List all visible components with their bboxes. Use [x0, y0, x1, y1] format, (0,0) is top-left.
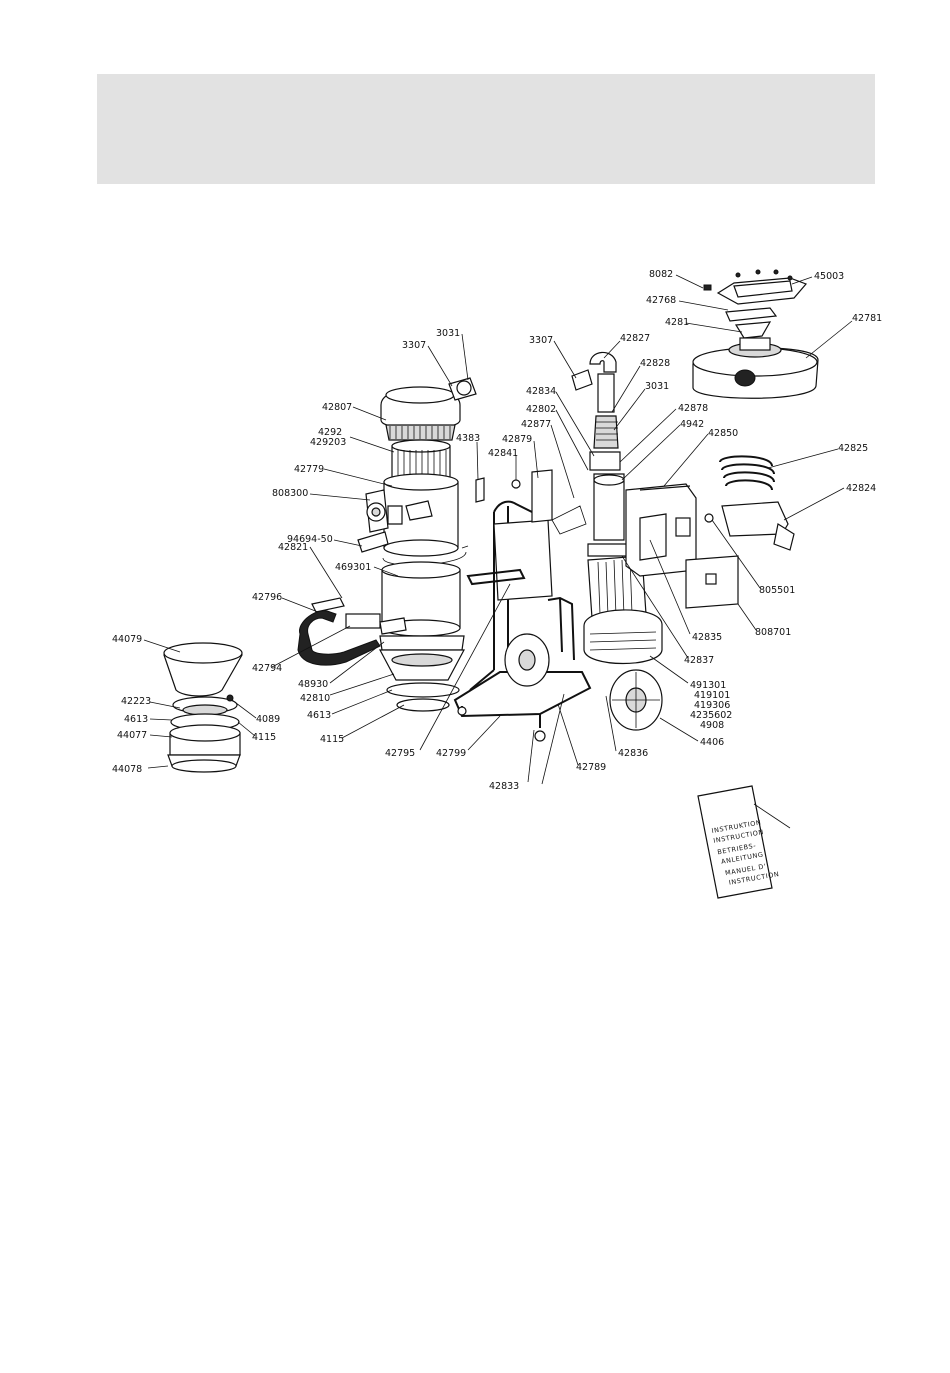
leader-lines [143, 274, 853, 829]
label-42877: 42877 [521, 419, 551, 430]
label-42794: 42794 [252, 663, 282, 674]
blower-491301 [583, 609, 663, 664]
label-42799: 42799 [436, 748, 466, 759]
label-805501: 805501 [759, 585, 795, 596]
label-42796: 42796 [252, 592, 282, 603]
label-42802: 42802 [526, 404, 556, 415]
label-3307-b: 3307 [529, 335, 553, 346]
label-4292: 4292 [318, 427, 342, 438]
label-42807: 42807 [322, 402, 352, 413]
part-labels: 8082 45003 42768 4281 42781 3307 3031 33… [112, 269, 882, 792]
label-42828: 42828 [640, 358, 670, 369]
label-8082: 8082 [649, 269, 673, 280]
elbow-42827 [589, 351, 617, 373]
silencer-4942 [593, 473, 625, 541]
label-4115-center: 4115 [320, 734, 344, 745]
clamp-94694-50 [357, 531, 389, 553]
handle-mount-42794 [345, 613, 381, 629]
elbow-3307-b [571, 369, 593, 391]
label-3031-b: 3031 [645, 381, 669, 392]
coupler-42878 [589, 451, 621, 471]
label-42824: 42824 [846, 483, 876, 494]
label-42825: 42825 [838, 443, 868, 454]
valve-4281 [734, 321, 772, 339]
label-808701: 808701 [755, 627, 791, 638]
cart-frame [453, 500, 663, 742]
manual-booklet [697, 785, 773, 899]
label-469301: 469301 [335, 562, 371, 573]
label-48930: 48930 [298, 679, 328, 690]
label-44077: 44077 [117, 730, 147, 741]
header-banner [97, 74, 875, 184]
knob-805501 [704, 513, 714, 523]
label-42827: 42827 [620, 333, 650, 344]
collar-48930 [379, 635, 465, 651]
label-4613-left: 4613 [124, 714, 148, 725]
label-42836: 42836 [618, 748, 648, 759]
panel-42835 [639, 513, 667, 561]
hose-3031 [593, 415, 619, 449]
label-429203: 429203 [310, 437, 346, 448]
filter-housing [357, 377, 485, 712]
label-45003: 45003 [814, 271, 844, 282]
panel-42795 [493, 519, 553, 601]
label-42837: 42837 [684, 655, 714, 666]
label-4281: 4281 [665, 317, 689, 328]
label-42795: 42795 [385, 748, 415, 759]
label-42781: 42781 [852, 313, 882, 324]
label-42810: 42810 [300, 693, 330, 704]
label-44078: 44078 [112, 764, 142, 775]
knob-42841 [511, 479, 521, 489]
cable-42825 [719, 455, 775, 491]
tube-42879 [531, 469, 553, 523]
label-42835: 42835 [692, 632, 722, 643]
instruction-manual: INSTRUKTION INSTRUCTION BETRIEBS- ANLEIT… [697, 785, 780, 899]
label-42878: 42878 [678, 403, 708, 414]
label-42821: 42821 [278, 542, 308, 553]
label-42841: 42841 [488, 448, 518, 459]
caster-42833 [534, 730, 546, 742]
label-4406: 4406 [700, 737, 724, 748]
handle-assembly [297, 597, 407, 666]
label-42879: 42879 [502, 434, 532, 445]
label-94694-50: 94694-50 [287, 534, 333, 545]
label-42768: 42768 [646, 295, 676, 306]
label-4942: 4942 [680, 419, 704, 430]
label-42850: 42850 [708, 428, 738, 439]
bucket-stack [163, 642, 243, 773]
label-419306: 419306 [694, 700, 730, 711]
label-4383: 4383 [456, 433, 480, 444]
label-42834: 42834 [526, 386, 556, 397]
accessories [704, 455, 795, 551]
gasket-42768 [725, 307, 778, 322]
label-4613-center: 4613 [307, 710, 331, 721]
lid-assembly [692, 269, 819, 399]
label-42779: 42779 [294, 464, 324, 475]
ring-4115 [396, 698, 450, 712]
label-419101: 419101 [694, 690, 730, 701]
label-4235602: 4235602 [690, 710, 732, 721]
label-3307-a: 3307 [402, 340, 426, 351]
label-491301: 491301 [690, 680, 726, 691]
clip-4089 [226, 694, 234, 702]
handle-42796 [297, 610, 381, 666]
label-4089: 4089 [256, 714, 280, 725]
label-4115-left: 4115 [252, 732, 276, 743]
label-3031-a: 3031 [436, 328, 460, 339]
label-42833: 42833 [489, 781, 519, 792]
sensor-4383 [475, 477, 485, 503]
label-4908: 4908 [700, 720, 724, 731]
label-808300: 808300 [272, 488, 308, 499]
pipe-42828 [597, 373, 615, 413]
label-42789: 42789 [576, 762, 606, 773]
bolt-8082 [703, 284, 712, 291]
label-44079: 44079 [112, 634, 142, 645]
ring-4613 [386, 682, 460, 698]
label-42223: 42223 [121, 696, 151, 707]
motor-assembly [511, 351, 739, 664]
